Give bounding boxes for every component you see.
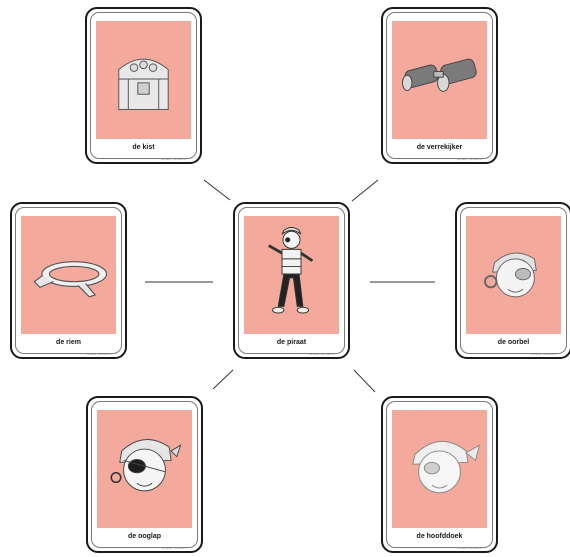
- card-piraat: de piraat juf Milou · juf-milou.nl: [233, 202, 350, 359]
- connector-bottom-right: [354, 370, 375, 392]
- connector-bottom-left: [213, 370, 233, 389]
- card-credit: juf Milou · juf-milou.nl: [457, 547, 482, 550]
- card-label: de ooglap: [88, 533, 201, 540]
- card-verrekijker: de verrekijker juf Milou · juf-milou.nl: [381, 7, 498, 164]
- pirate-figure-icon: [244, 216, 339, 334]
- card-picture: [392, 410, 487, 528]
- headscarf-icon: [392, 410, 487, 528]
- card-label: de verrekijker: [383, 144, 496, 151]
- card-label: de piraat: [235, 339, 348, 346]
- belt-icon: [21, 216, 116, 334]
- card-label: de riem: [12, 339, 125, 346]
- eyepatch-icon: [97, 410, 192, 528]
- card-picture: [97, 410, 192, 528]
- card-oorbel: de oorbel juf Milou · juf-milou.nl: [455, 202, 570, 359]
- treasure-chest-icon: [96, 21, 191, 139]
- card-credit: juf Milou · juf-milou.nl: [309, 353, 334, 356]
- card-credit: juf Milou · juf-milou.nl: [86, 353, 111, 356]
- card-label: de kist: [87, 144, 200, 151]
- card-ooglap: de ooglap juf Milou · juf-milou.nl: [86, 396, 203, 553]
- connector-top-right: [352, 180, 378, 201]
- card-kist: de kist juf Milou · juf-milou.nl: [85, 7, 202, 164]
- card-picture: [96, 21, 191, 139]
- binoculars-icon: [392, 21, 487, 139]
- card-credit: juf Milou · juf-milou.nl: [162, 547, 187, 550]
- card-picture: [392, 21, 487, 139]
- card-picture: [244, 216, 339, 334]
- card-riem: de riem juf Milou · juf-milou.nl: [10, 202, 127, 359]
- card-credit: juf Milou · juf-milou.nl: [161, 158, 186, 161]
- earring-icon: [466, 216, 561, 334]
- card-picture: [466, 216, 561, 334]
- card-credit: juf Milou · juf-milou.nl: [531, 353, 556, 356]
- card-label: de hoofddoek: [383, 533, 496, 540]
- card-label: de oorbel: [457, 339, 570, 346]
- card-picture: [21, 216, 116, 334]
- card-credit: juf Milou · juf-milou.nl: [457, 158, 482, 161]
- card-hoofddoek: de hoofddoek juf Milou · juf-milou.nl: [381, 396, 498, 553]
- connector-top-left: [204, 180, 230, 200]
